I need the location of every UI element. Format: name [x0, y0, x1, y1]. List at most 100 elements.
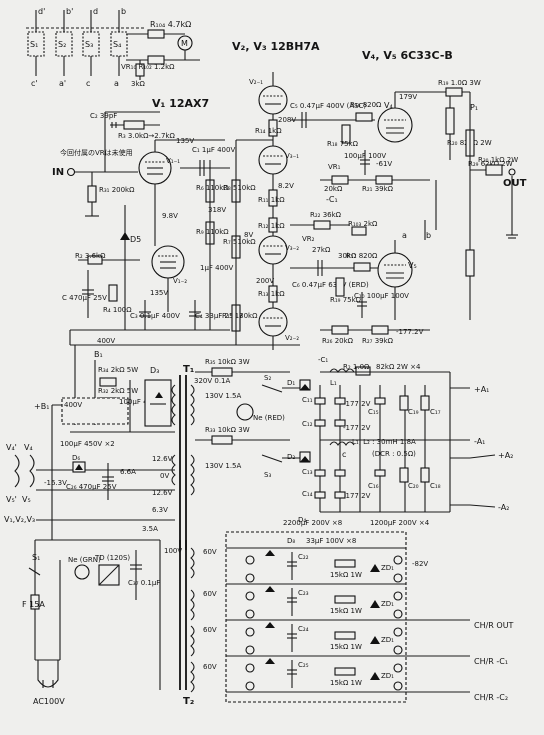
r30-label: R₃₀ 1kΩ 2W — [478, 156, 518, 164]
v-98-label: 9.8V — [162, 212, 178, 220]
r-30k-label: 30kΩ — [338, 252, 357, 260]
d8-label: D₈ — [287, 537, 295, 545]
r13-label: R₁₃ 1kΩ — [258, 290, 285, 298]
v-1772-label: -177.2V — [343, 492, 371, 500]
v-0-label: 0V — [160, 472, 169, 480]
b1-node-label: B₁ — [94, 350, 103, 359]
v-320-label: 320V 0.1A — [194, 377, 231, 385]
b1-plus-label: +B₁ — [34, 402, 49, 411]
v-66-label: 6.6A — [120, 468, 136, 476]
r-20k-a-label: 20kΩ — [324, 185, 343, 193]
s1-label: S₁ — [32, 553, 40, 562]
node-c-label: c — [342, 450, 346, 459]
r17-label: R₁₇ 820Ω — [346, 252, 378, 260]
r33-label: R₃₃ 10kΩ 3W — [205, 426, 250, 434]
v-126-label: 12.6V — [152, 455, 173, 463]
bias-supply: D₈ 33μF 100V ×8 -82V C₂₂ C₂₃ C₂₄ C₂₅ — [225, 531, 514, 703]
switch-s1-label: S₁ — [30, 40, 38, 49]
r18-label: R₁₈ 75kΩ — [327, 140, 359, 148]
v-130-15-label: 130V 1.5A — [205, 392, 242, 400]
tube-v2v3-label: V₂, V₃ 12BH7A — [232, 40, 320, 53]
ne-red-label: Ne (RED) — [253, 414, 285, 422]
d3-label: D₃ — [150, 366, 159, 375]
zd-label-4: ZD₁ — [381, 672, 394, 680]
d1-label: D₁ — [287, 379, 295, 387]
d5-label: D5 — [130, 235, 141, 244]
r-20k-b-label: R₂₆ 20kΩ — [322, 337, 354, 345]
transformer-t2: T₂ C₃₇ 0.1μF 100V 60V 60V 60V 60V — [128, 540, 217, 707]
d6-label: D₆ — [72, 454, 80, 462]
r-15k-label-3: 15kΩ 1W — [330, 643, 362, 651]
ne-grn-label: Ne (GRN) — [68, 556, 101, 564]
v-8-label: 8V — [244, 231, 253, 239]
v-61-label: -61V — [376, 160, 392, 168]
td-label: TD (120S) — [94, 554, 130, 562]
v-208-label: 208V — [278, 116, 296, 124]
r-75k-b-label: R₁₉ 75kΩ — [330, 296, 362, 304]
c-1200-label: 1200μF 200V ×4 — [370, 519, 430, 527]
meter-label: M — [181, 39, 188, 48]
c-2200-label: 2200μF 200V ×8 — [283, 519, 342, 527]
svg-text:V₅: V₅ — [408, 261, 417, 270]
c24-label: C₂₄ — [298, 625, 309, 633]
switch-d-label: d — [93, 7, 98, 16]
r104-label: R₁₀₄ 4.7kΩ — [150, 20, 191, 29]
r19-label: R₁₉ 1.0Ω 3W — [438, 79, 481, 87]
svg-text:V₂₋₂: V₂₋₂ — [285, 334, 299, 342]
b1-supply: 400V B₁ R₃₄ 2kΩ 5W R₃₂ 2kΩ 5W +B₁ 400V 1… — [34, 337, 240, 448]
c23-label: C₂₃ — [298, 589, 309, 597]
c18-label: C₁₈ — [430, 482, 441, 490]
p1-label: P₁ — [470, 103, 478, 112]
input-selector-switches[interactable]: S₁ S₂ S₃ S₄ d' b' d b c' a' c a — [26, 7, 146, 88]
r6-label: R₆ 110kΩ — [196, 184, 229, 192]
r32-label: R₃₂ 2kΩ 5W — [98, 387, 138, 395]
d4-label: D₄ — [298, 516, 306, 524]
v-130-15b-label: 130V 1.5A — [205, 462, 242, 470]
v-60-label-4: 60V — [203, 663, 217, 671]
r3-label: R₃ 3.0kΩ→2.7kΩ — [118, 132, 175, 140]
a1p-label: +A₁ — [474, 385, 489, 394]
tube-v1-1: V₁₋₁ — [138, 151, 180, 185]
r8-label: R₈ 510kΩ — [223, 184, 256, 192]
v5-label: V₅ — [22, 495, 31, 504]
r31-label: R₃₁ 200kΩ — [99, 186, 135, 194]
switch-s2-label: S₂ — [58, 40, 66, 49]
switch-ap-label: a' — [59, 79, 66, 88]
switch-cp-label: c' — [31, 79, 38, 88]
c1-node-label: -C₁ — [326, 195, 338, 204]
c6-label: C₆ 0.47μF 630V (ERD) — [292, 281, 369, 289]
r-15k-label-2: 15kΩ 1W — [330, 607, 362, 615]
r29-label: R₂₉ 62kΩ 2W — [468, 160, 513, 168]
v-126b-label: 12.6V — [152, 489, 173, 497]
v-163-label: -16.3V — [44, 479, 67, 487]
t2-label: T₂ — [183, 696, 194, 707]
switch-s3-label: S₃ — [85, 40, 93, 49]
v-177-label: -177.2V — [396, 328, 424, 336]
c-cap-label: C₃₇ 0.1μF — [128, 579, 160, 587]
v1-bias-network: R₂ 3.6kΩ C 470μF 25V R₄ 100Ω C₃ 0.1μF 40… — [62, 252, 243, 331]
tube-v2-1: V₂₋₁ — [249, 78, 288, 115]
switch-a-label: a — [114, 79, 119, 88]
r-39k-a-label: R₂₁ 39kΩ — [362, 185, 394, 193]
c9-label: 100μF 100V — [344, 152, 386, 160]
meter-circuit: M R₁₀₄ 4.7kΩ VR₁₀ R₁₀₂ 1.2kΩ 3kΩ — [121, 20, 200, 88]
r34-label: R₃₄ 2kΩ 5W — [98, 366, 138, 374]
r-27k-label: 27kΩ — [312, 246, 331, 254]
c22-label: C₂₂ — [298, 553, 309, 561]
c19-label: C₁₉ — [408, 408, 419, 416]
switch-s4-label: S₄ — [113, 40, 121, 49]
r2-label: R₂ 3.6kΩ — [75, 252, 106, 260]
c-1u-label: 1μF 400V — [200, 264, 234, 272]
zd-label-1: ZD₁ — [381, 564, 394, 572]
svg-text:V₃₋₁: V₃₋₁ — [285, 152, 299, 160]
c15-label: C₁₅ — [368, 408, 379, 416]
v-135b-label: 135V — [150, 289, 168, 297]
output-coupling-upper: C₅ 0.47μF 400V (ASC) R₁₈ 75kΩ R₁₆ 820Ω 1… — [290, 101, 430, 204]
s2-label: S₂ — [264, 374, 271, 382]
v-63-label: 6.3V — [152, 506, 168, 514]
rectifier-switching: R₃₅ 10kΩ 3W R₃₃ 10kΩ 3W Ne (RED) S₂ S₃ — [195, 358, 300, 479]
r-2k-label: R₁₀₃ 2kΩ — [348, 220, 378, 228]
c-100-450-label: 100μF 450V — [119, 398, 161, 406]
l1-label: L₁ — [330, 379, 337, 387]
